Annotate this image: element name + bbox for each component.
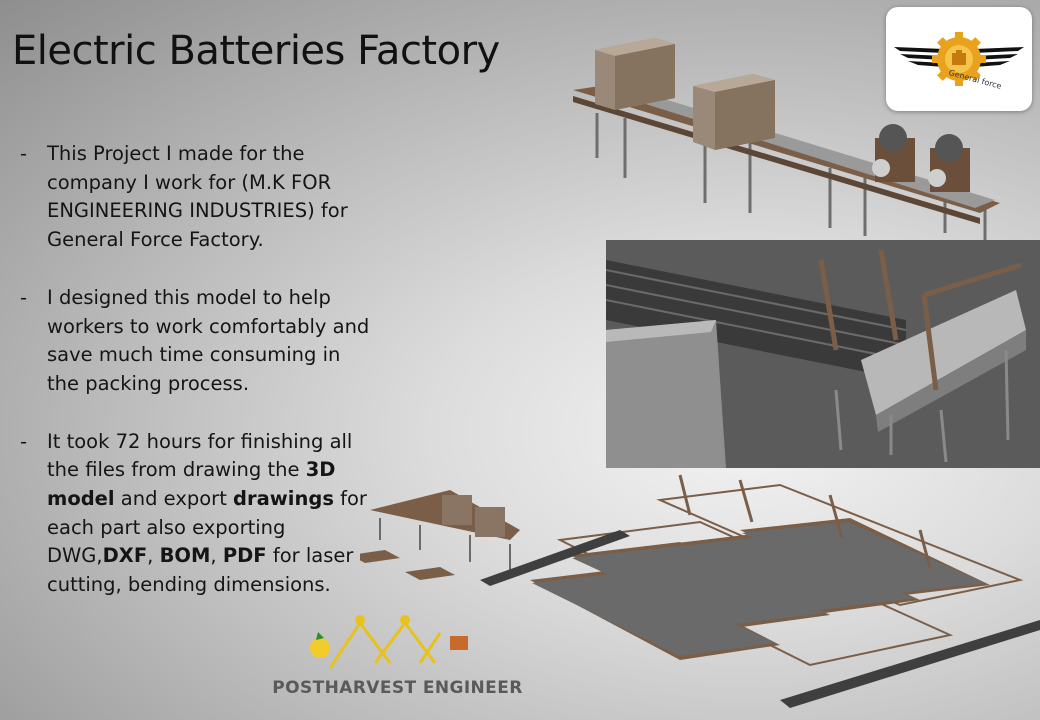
- conveyor-render-image: [565, 28, 1005, 240]
- bullet-bold-segment: BOM: [159, 544, 211, 568]
- harvest-logo-icon: [310, 615, 468, 669]
- bullet-text-segment: and export: [114, 487, 234, 511]
- bullet-dash: -: [20, 142, 28, 165]
- bullet-text: It took 72 hours for finishing all the f…: [47, 430, 367, 597]
- factory-layout-image: [360, 470, 1040, 720]
- watermark-text: POSTHARVEST ENGINEER: [272, 678, 523, 698]
- bullet-bold-segment: 3D model: [47, 458, 336, 511]
- bullet-item: - I designed this model to help workers …: [20, 284, 370, 399]
- bullet-text-segment: I designed this model to help workers to…: [47, 285, 370, 395]
- bullet-text: This Project I made for the company I wo…: [47, 142, 348, 251]
- bullet-list: - This Project I made for the company I …: [20, 140, 370, 629]
- winged-gear-icon: [894, 32, 1024, 86]
- bullet-text-segment: This Project I made for the company I wo…: [47, 142, 348, 252]
- bullet-text-segment: for laser cutting, bending dimensions.: [47, 544, 354, 597]
- bullet-bold-segment: PDF: [222, 544, 267, 568]
- company-logo: General force: [886, 7, 1032, 111]
- bullet-text-segment: ,: [147, 544, 160, 568]
- bullet-text-segment: ,: [210, 544, 223, 568]
- bullet-bold-segment: drawings: [233, 487, 334, 511]
- bullet-bold-segment: DXF: [102, 544, 148, 568]
- bullet-text: I designed this model to help workers to…: [47, 286, 369, 395]
- bullet-text-segment: It took 72 hours for finishing all the f…: [47, 429, 353, 482]
- watermark: POSTHARVEST ENGINEER: [270, 608, 530, 704]
- slide-title: Electric Batteries Factory: [12, 28, 500, 74]
- bullet-item: - It took 72 hours for finishing all the…: [20, 428, 370, 600]
- bullet-dash: -: [20, 285, 28, 309]
- bullet-text-segment: for each part also exporting DWG,: [47, 487, 367, 568]
- bullet-dash: -: [20, 429, 28, 453]
- conveyor-closeup-image: [606, 240, 1040, 468]
- bullet-item: - This Project I made for the company I …: [20, 140, 370, 255]
